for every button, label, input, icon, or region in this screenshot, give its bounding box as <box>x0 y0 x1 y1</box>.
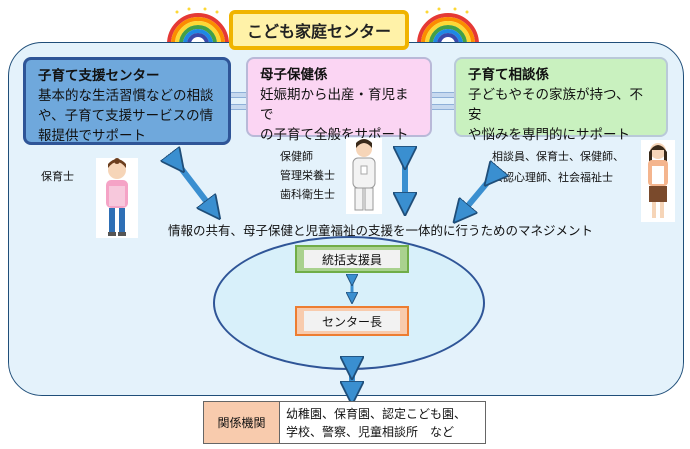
maternal-health-line1: 妊娠期から出産・育児まで <box>260 87 409 123</box>
center-title-text: こども家庭センター <box>246 22 391 41</box>
rainbow-right-icon <box>417 7 479 45</box>
support-center-line1: 基本的な生活習慣などの相談 <box>38 88 214 104</box>
childcare-worker-illustration <box>96 158 138 238</box>
counselor-illustration <box>641 140 675 222</box>
role-center-3: 歯科衛生士 <box>280 188 335 201</box>
nurse-illustration <box>346 138 382 214</box>
connector-right-2 <box>432 104 454 110</box>
center-title: こども家庭センター <box>229 10 409 50</box>
consultation-box: 子育て相談係 子どもやその家族が持つ、不安 や悩みを専門的にサポート <box>454 57 668 143</box>
maternal-health-heading: 母子保健係 <box>260 67 328 83</box>
related-organizations-box: 関係機関 幼稚園、保育園、認定こども園、 学校、警察、児童相談所 など <box>203 401 486 444</box>
support-center-box: 子育て支援センター 基本的な生活習慣などの相談 や、子育て支援サービスの情 報提… <box>23 57 231 145</box>
consultation-heading: 子育て相談係 <box>468 67 549 83</box>
support-center-line3: 報提供でサポート <box>38 128 146 144</box>
related-organizations-label: 関係機関 <box>217 416 266 430</box>
related-organizations-line1: 幼稚園、保育園、認定こども園、 <box>286 407 467 421</box>
coordinator-label: 統括支援員 <box>321 252 382 267</box>
maternal-health-box: 母子保健係 妊娠期から出産・育児まで の子育て全般をサポート <box>246 57 432 143</box>
support-center-heading: 子育て支援センター <box>38 68 160 84</box>
connector-left-2 <box>231 104 246 110</box>
role-right-2: 公認心理師、社会福祉士 <box>492 171 613 184</box>
connector-left <box>231 92 246 98</box>
support-center-line2: や、子育て支援サービスの情 <box>38 108 214 124</box>
director-label: センター長 <box>321 314 382 329</box>
role-center-2: 管理栄養士 <box>280 169 335 182</box>
coordinator-box: 統括支援員 <box>295 245 409 273</box>
related-organizations-line2: 学校、警察、児童相談所 など <box>286 425 455 439</box>
consultation-line1: 子どもやその家族が持つ、不安 <box>468 87 643 123</box>
consultation-line2: や悩みを専門的にサポート <box>468 127 630 143</box>
director-box: センター長 <box>295 306 409 336</box>
role-left: 保育士 <box>41 170 74 183</box>
rainbow-left-icon <box>167 7 229 45</box>
double-arrow-left <box>177 163 213 210</box>
connector-right <box>432 92 454 98</box>
double-arrow-right <box>461 177 492 214</box>
role-center-1: 保健師 <box>280 150 313 163</box>
role-right-1: 相談員、保育士、保健師、 <box>492 150 624 163</box>
management-text: 情報の共有、母子保健と児童福祉の支援を一体的に行うためのマネジメント <box>168 223 594 238</box>
